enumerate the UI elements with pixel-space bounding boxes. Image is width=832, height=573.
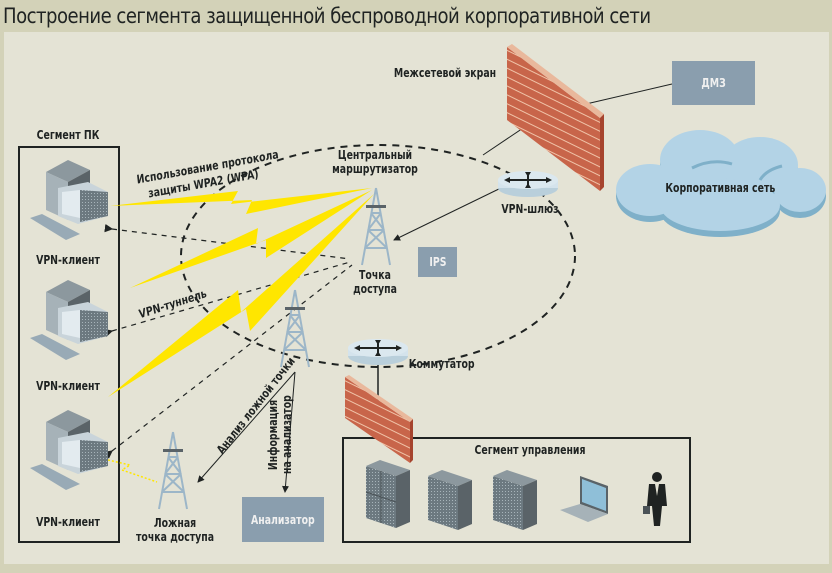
server-rack-icon-3 <box>493 470 537 530</box>
cloud-icon <box>616 130 826 237</box>
pc-segment-label: Сегмент ПК <box>36 128 100 142</box>
info-label-1: Информация <box>266 399 280 471</box>
central-router-label-1: Центральный <box>337 148 413 162</box>
gateway-ap-arrow <box>393 185 506 241</box>
central-router-label-2: маршрутизатор <box>332 162 418 176</box>
firewall-dmz-line <box>585 83 673 105</box>
pc-segment-box <box>18 146 120 543</box>
info-label-2: на анализатор <box>280 395 294 474</box>
dmz-label: ДМЗ <box>701 76 726 90</box>
wpa-lightning-bolts <box>107 188 374 483</box>
client-pc-icon-3 <box>30 410 108 490</box>
client-pc-icon-2 <box>30 280 108 360</box>
lightning-bolt-2 <box>130 190 372 288</box>
access-point-label-2: доступа <box>353 282 397 296</box>
access-point-label-1: Точка <box>359 268 391 282</box>
vpn-tunnels <box>103 223 353 459</box>
fake-ap-label-1: Ложная <box>153 516 197 530</box>
diagram-panel <box>4 32 829 564</box>
analyzer-box: Анализатор <box>242 497 324 542</box>
server-rack-icon-1 <box>365 460 410 528</box>
laptop-icon <box>560 476 608 522</box>
vpn-client-label-1: VPN-клиент <box>36 253 100 267</box>
info-analyzer-arrow <box>282 371 296 493</box>
firewall-main <box>507 44 604 191</box>
management-segment-label: Сегмент управления <box>474 443 586 457</box>
corporate-network-label: Корпоративная сеть <box>665 181 776 195</box>
vpn-tunnel-3 <box>103 264 353 459</box>
vpn-gateway-router-icon <box>498 171 558 197</box>
diagram-title: Построение сегмента защищенной беспровод… <box>3 4 651 28</box>
rogue-tower-icon <box>280 289 310 368</box>
firewall-label: Межсетевой экран <box>393 66 497 80</box>
fake-ap-link <box>107 459 158 483</box>
vpn-gateway-label: VPN-шлюз <box>501 202 559 216</box>
administrator-icon <box>643 472 667 526</box>
dmz-box: ДМЗ <box>672 61 755 105</box>
lightning-bolt-1 <box>110 188 372 214</box>
server-rack-icon-2 <box>428 470 472 530</box>
fake-ap-analysis-arrow <box>197 371 296 483</box>
vpn-client-label-2: VPN-клиент <box>36 379 100 393</box>
analyzer-label: Анализатор <box>251 512 315 527</box>
switch-router-icon <box>348 339 408 365</box>
fake-ap-tower-icon <box>158 431 188 510</box>
client-pc-icon-1 <box>30 160 108 240</box>
lightning-bolt-3 <box>108 194 374 397</box>
fake-ap-label-2: точка доступа <box>136 530 215 544</box>
ips-label: IPS <box>428 255 447 269</box>
ips-box: IPS <box>418 247 457 277</box>
firewall-management <box>345 375 413 463</box>
access-point-tower-icon <box>361 187 391 266</box>
wireless-zone-ellipse <box>180 144 576 368</box>
management-segment-box <box>342 437 691 543</box>
switch-label: Коммутатор <box>408 357 475 371</box>
vpn-client-label-3: VPN-клиент <box>36 515 100 529</box>
